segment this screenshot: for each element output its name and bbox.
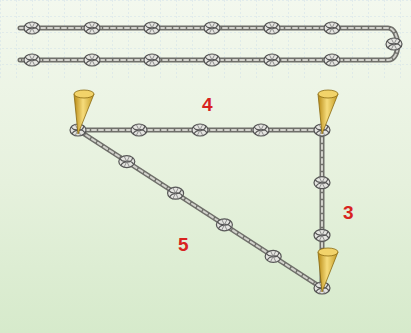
rope-knot [144,22,160,34]
rope-knot [264,22,280,34]
rope-knot [204,22,220,34]
rope-knot [24,22,40,34]
side-length-number: 3 [343,203,354,222]
rope-knots [24,22,402,294]
rope-knot [84,22,100,34]
rope-knot [253,124,269,136]
rope-knot [24,54,40,66]
stake [318,248,338,292]
rope-knot [314,229,330,241]
rope-knot [192,124,208,136]
rope-knot [204,54,220,66]
rope-knot [131,124,147,136]
rope-knot [216,219,232,231]
rope-knot [265,250,281,262]
side-length-number: 4 [202,95,213,114]
rope-knot [84,54,100,66]
rope-knot [119,156,135,168]
rope-knot [314,177,330,189]
rope [20,28,398,288]
rope-knot [324,22,340,34]
side-length-number: 5 [178,235,189,254]
wooden-stakes [74,90,338,292]
stake [74,90,94,134]
rope-knot [264,54,280,66]
rope-knot [324,54,340,66]
rope-knot [386,38,402,50]
grid-background [0,0,411,80]
rope-knot [144,54,160,66]
rope-knot [168,187,184,199]
stake [318,90,338,134]
